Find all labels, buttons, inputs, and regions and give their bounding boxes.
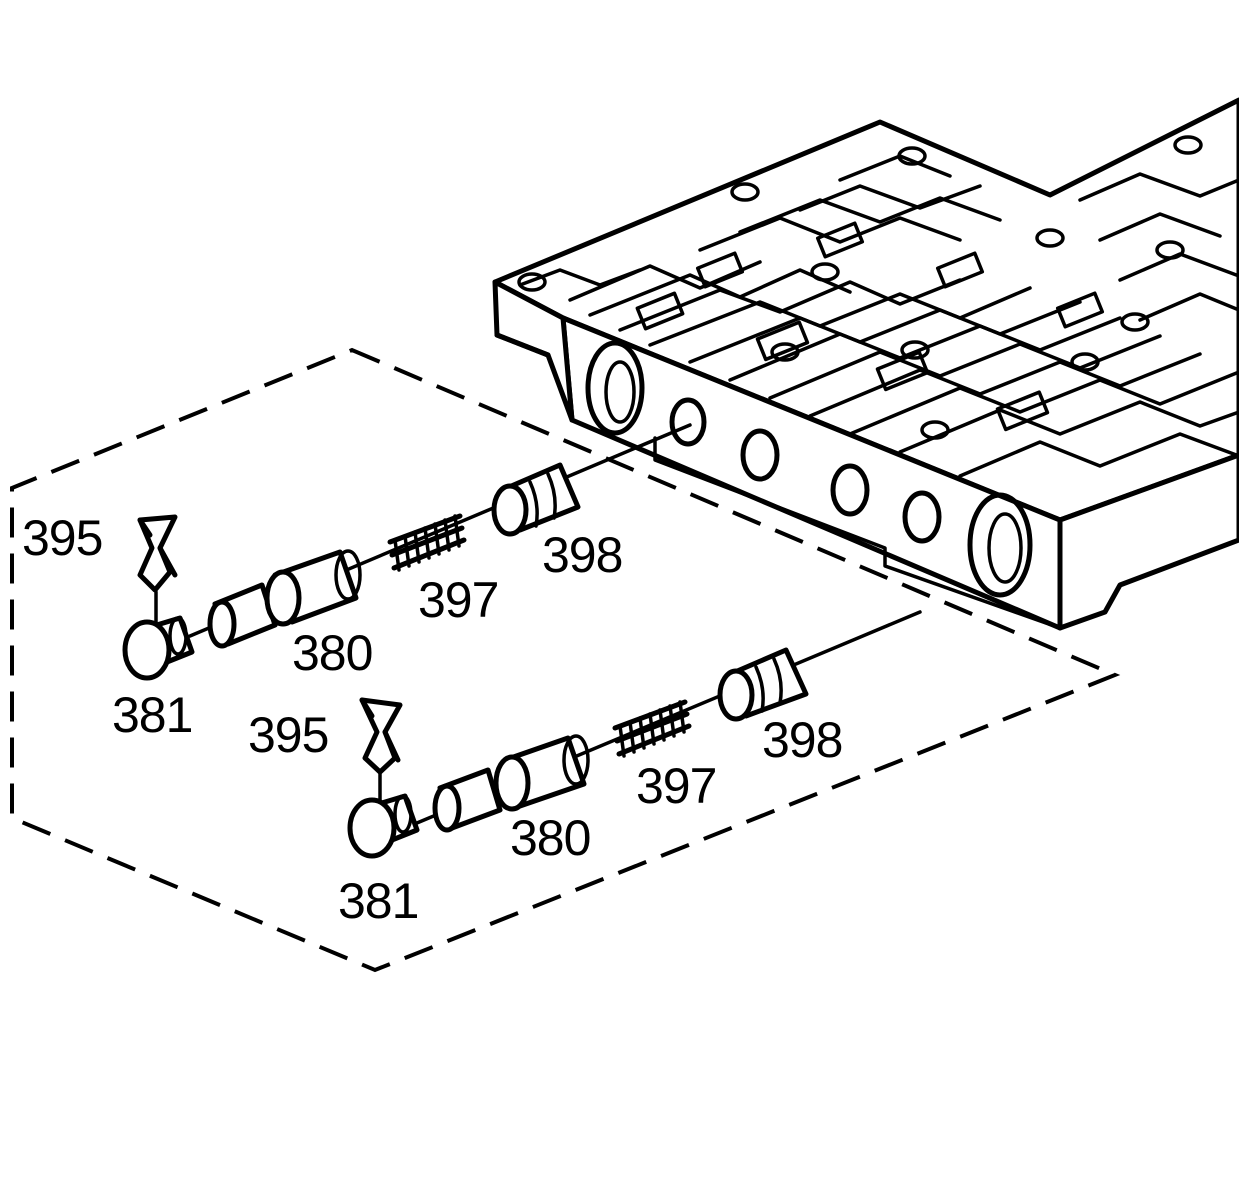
- upper-valve-assembly: [122, 462, 581, 681]
- callout-395-upper: 395: [22, 510, 102, 566]
- exploded-view-boundary: [10, 347, 1121, 973]
- valve-body-casting: [492, 97, 1239, 631]
- callout-380-lower: 380: [510, 810, 590, 866]
- callout-381-lower: 381: [338, 873, 418, 929]
- bore-plug-icon: [347, 793, 420, 859]
- coil-spring-icon: [387, 513, 467, 572]
- lower-valve-assembly: [347, 647, 809, 859]
- callout-380-upper: 380: [292, 625, 372, 681]
- callout-398-lower: 398: [762, 712, 842, 768]
- sleeve-icon: [717, 647, 809, 722]
- bore-plug-icon: [122, 615, 195, 681]
- callout-397-upper: 397: [418, 572, 498, 628]
- retaining-clip-icon: [359, 697, 403, 804]
- valve-spool-icon: [432, 734, 590, 833]
- callout-395-lower: 395: [248, 707, 328, 763]
- callout-398-upper: 398: [542, 527, 622, 583]
- coil-spring-icon: [612, 699, 692, 758]
- sleeve-icon: [491, 462, 581, 537]
- retaining-clip-icon: [137, 514, 178, 624]
- callout-397-lower: 397: [636, 758, 716, 814]
- valve-spool-icon: [207, 549, 362, 649]
- callout-381-upper: 381: [112, 687, 192, 743]
